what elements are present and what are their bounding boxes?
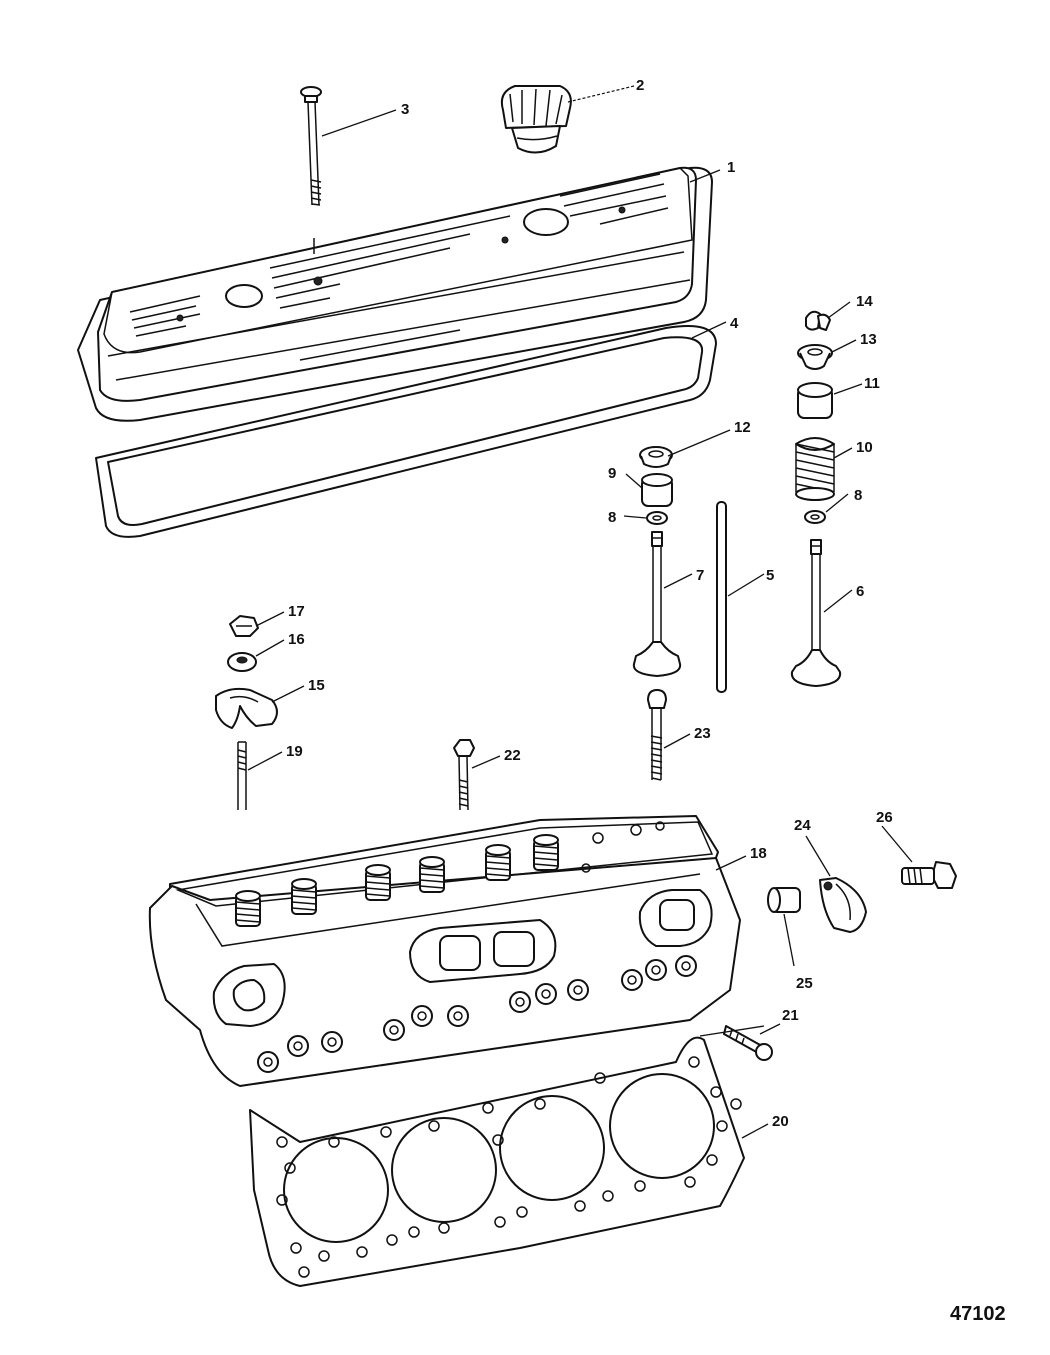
callout-6: 6 xyxy=(856,583,864,600)
shim-right-part xyxy=(804,510,826,524)
callout-18: 18 xyxy=(750,845,767,862)
callout-20: 20 xyxy=(772,1113,789,1130)
small-bolt-part xyxy=(723,1025,773,1061)
clip-part xyxy=(819,877,867,933)
callout-3: 3 xyxy=(401,101,409,118)
valve-seal-center-part xyxy=(641,473,673,507)
head-gasket-part xyxy=(249,1036,745,1287)
callout-8-center: 8 xyxy=(608,509,616,526)
valve-seal-right-part xyxy=(797,382,833,419)
figure-number: 47102 xyxy=(950,1303,1006,1325)
rocker-ball-part xyxy=(227,652,257,672)
callout-22: 22 xyxy=(504,747,521,764)
spacer-part xyxy=(767,887,801,913)
callout-15: 15 xyxy=(308,677,325,694)
shield-part xyxy=(639,446,673,468)
callout-8-right: 8 xyxy=(854,487,862,504)
valve-cover-part xyxy=(77,166,713,422)
rocker-arm-part xyxy=(215,687,278,729)
callout-19: 19 xyxy=(286,743,303,760)
gasket-holes xyxy=(276,1056,742,1278)
callout-17: 17 xyxy=(288,603,305,620)
head-bolt-part xyxy=(453,739,475,811)
callout-9: 9 xyxy=(608,465,616,482)
oil-filler-cap-part xyxy=(500,85,572,154)
push-rod-part xyxy=(716,501,727,693)
callout-5: 5 xyxy=(766,567,774,584)
callout-14: 14 xyxy=(856,293,873,310)
head-valve-springs xyxy=(235,834,559,927)
cover-gasket-part xyxy=(95,325,717,538)
callout-16: 16 xyxy=(288,631,305,648)
callout-1: 1 xyxy=(727,159,735,176)
clip-bolt-part xyxy=(901,861,957,889)
shim-center-part xyxy=(646,511,668,525)
callout-26: 26 xyxy=(876,809,893,826)
head-bosses xyxy=(257,955,697,1073)
callout-23: 23 xyxy=(694,725,711,742)
callout-11: 11 xyxy=(864,375,880,392)
callout-25: 25 xyxy=(796,975,813,992)
rocker-stud-part xyxy=(237,741,247,810)
cover-bolt-part xyxy=(300,86,322,206)
callout-7: 7 xyxy=(696,567,704,584)
callout-2: 2 xyxy=(636,77,644,94)
valve-keys-part xyxy=(805,310,831,331)
intake-valve-part xyxy=(790,539,842,687)
cylinder-head-part xyxy=(148,815,741,1087)
leader-lines xyxy=(247,85,913,1139)
callout-10: 10 xyxy=(856,439,873,456)
callout-21: 21 xyxy=(782,1007,799,1024)
exhaust-valve-part xyxy=(632,531,682,677)
callout-12: 12 xyxy=(734,419,751,436)
rocker-nut-part xyxy=(229,615,259,637)
rocker-stud-bolt-part xyxy=(647,689,667,781)
callout-24: 24 xyxy=(794,817,811,834)
callout-13: 13 xyxy=(860,331,877,348)
callout-4: 4 xyxy=(730,315,739,332)
callout-labels: 1 2 3 4 5 6 7 8 8 9 10 11 12 13 14 15 16… xyxy=(286,77,893,1130)
spring-retainer-part xyxy=(797,344,833,370)
valve-spring-part xyxy=(795,437,835,501)
